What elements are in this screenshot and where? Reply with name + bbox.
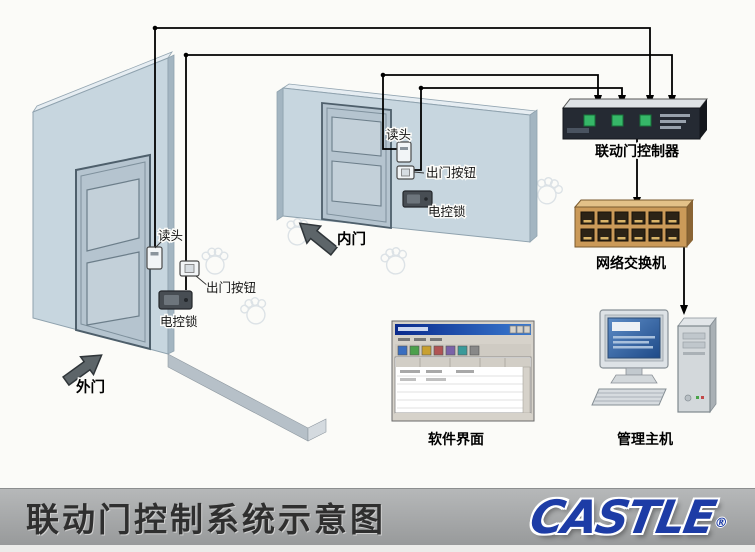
window-scrollbar bbox=[522, 366, 531, 414]
outer-door-label: 外门 bbox=[76, 378, 105, 396]
controller-logo-chip bbox=[567, 128, 589, 133]
switch-ports-row1 bbox=[580, 211, 680, 225]
toolbar-icon bbox=[397, 345, 408, 356]
door-controller bbox=[561, 98, 709, 140]
floor-edge-end bbox=[307, 418, 327, 442]
tower-top-face bbox=[677, 317, 717, 327]
wire-junction bbox=[418, 85, 424, 91]
inner-lock-label: 电控锁 bbox=[428, 204, 466, 219]
wire-junction bbox=[152, 25, 158, 31]
outer-door-lock bbox=[158, 290, 193, 310]
controller-button bbox=[639, 114, 652, 127]
entry-arrow-inner bbox=[298, 222, 339, 256]
label-leaders bbox=[154, 171, 425, 287]
outer-lock-label: 电控锁 bbox=[160, 314, 198, 329]
inner-door bbox=[321, 102, 392, 230]
controller-button bbox=[611, 114, 624, 127]
management-host-label: 管理主机 bbox=[617, 431, 673, 448]
brand-logo: CASTLE® bbox=[527, 490, 734, 544]
switch-side-face bbox=[687, 200, 693, 247]
software-ui-label: 软件界面 bbox=[428, 431, 484, 448]
controller-button bbox=[583, 114, 596, 127]
entry-arrow-outer bbox=[62, 354, 103, 387]
management-host bbox=[591, 309, 717, 414]
controller-faceplate-text bbox=[660, 126, 681, 129]
toolbar-icon bbox=[469, 345, 480, 356]
tower-drive-bay bbox=[682, 341, 706, 349]
tower-led bbox=[701, 396, 704, 399]
outer-door-reader bbox=[146, 246, 163, 270]
window-button bbox=[516, 325, 524, 334]
window-title-text bbox=[398, 327, 428, 331]
window-statusbar bbox=[395, 413, 531, 420]
toolbar-icon bbox=[409, 345, 420, 356]
toolbar-icon bbox=[445, 345, 456, 356]
inner-door-panel-upper bbox=[331, 116, 382, 157]
controller-top-face bbox=[561, 98, 709, 109]
inner-door-panel-lower bbox=[331, 160, 382, 207]
controller-faceplate-text bbox=[660, 120, 686, 123]
outer-door-panel-upper bbox=[86, 178, 140, 252]
floor-edge-slab bbox=[167, 353, 309, 442]
outer-door-panel-lower bbox=[86, 251, 140, 326]
system-diagram: 读头 出门按钮 电控锁 读头 出门按钮 电控锁 外门 内门 联动门控制器 网络交… bbox=[31, 25, 717, 450]
registered-mark-icon: ® bbox=[713, 515, 730, 531]
inner-door-reader bbox=[396, 141, 412, 163]
monitor-stand bbox=[625, 367, 643, 376]
list-header-row bbox=[396, 358, 530, 367]
inner-wall-left-end bbox=[276, 87, 284, 221]
software-window bbox=[391, 320, 535, 422]
list-rows bbox=[397, 375, 529, 409]
window-menubar bbox=[395, 335, 531, 344]
outer-reader-label: 读头 bbox=[158, 228, 183, 243]
toolbar-icon bbox=[457, 345, 468, 356]
controller-label: 联动门控制器 bbox=[595, 143, 680, 160]
brand-name: CASTLE bbox=[526, 490, 719, 544]
outer-door-exit-button bbox=[179, 260, 200, 277]
footer-bar: 联动门控制系统示意图 CASTLE® bbox=[0, 488, 755, 545]
switch-ports-row2 bbox=[580, 228, 680, 242]
inner-door-inner-frame bbox=[326, 107, 387, 223]
network-switch bbox=[573, 199, 695, 248]
window-titlebar bbox=[395, 324, 531, 335]
outer-door-inner-frame bbox=[80, 161, 146, 343]
diagram-title: 联动门控制系统示意图 bbox=[26, 500, 386, 539]
toolbar-icon bbox=[421, 345, 432, 356]
network-switch-label: 网络交换机 bbox=[596, 255, 666, 272]
inner-door-lock bbox=[402, 190, 433, 208]
window-close-button bbox=[523, 325, 531, 334]
footer-strip bbox=[0, 545, 755, 552]
wire-junction bbox=[183, 52, 189, 58]
wire-outer-reader bbox=[154, 27, 651, 249]
tower-side-face bbox=[709, 316, 717, 414]
inner-reader-label: 读头 bbox=[386, 127, 411, 142]
toolbar-icon bbox=[433, 345, 444, 356]
inner-wall-right-end bbox=[529, 109, 538, 243]
wire-junction bbox=[380, 72, 386, 78]
switch-top-face bbox=[573, 199, 695, 208]
tower-power-button bbox=[684, 394, 692, 402]
window-button bbox=[509, 325, 517, 334]
tower-led bbox=[696, 396, 699, 399]
inner-wall-face bbox=[282, 87, 531, 243]
tower-drive-bay bbox=[682, 332, 706, 340]
wire-arrow bbox=[680, 305, 688, 315]
tower-floppy-slot bbox=[683, 352, 705, 355]
outer-exit-button-label: 出门按钮 bbox=[206, 280, 256, 295]
monitor-base bbox=[610, 374, 658, 384]
outer-door bbox=[75, 153, 151, 351]
controller-faceplate-text bbox=[660, 114, 690, 117]
inner-exit-button-label: 出门按钮 bbox=[426, 165, 476, 180]
inner-door-exit-button bbox=[396, 165, 415, 180]
left-wall-end-face bbox=[167, 54, 175, 355]
wire-outer-lock bbox=[185, 54, 673, 290]
inner-door-label: 内门 bbox=[337, 230, 366, 248]
controller-side-face bbox=[700, 99, 707, 139]
tower-front-face bbox=[677, 325, 711, 413]
